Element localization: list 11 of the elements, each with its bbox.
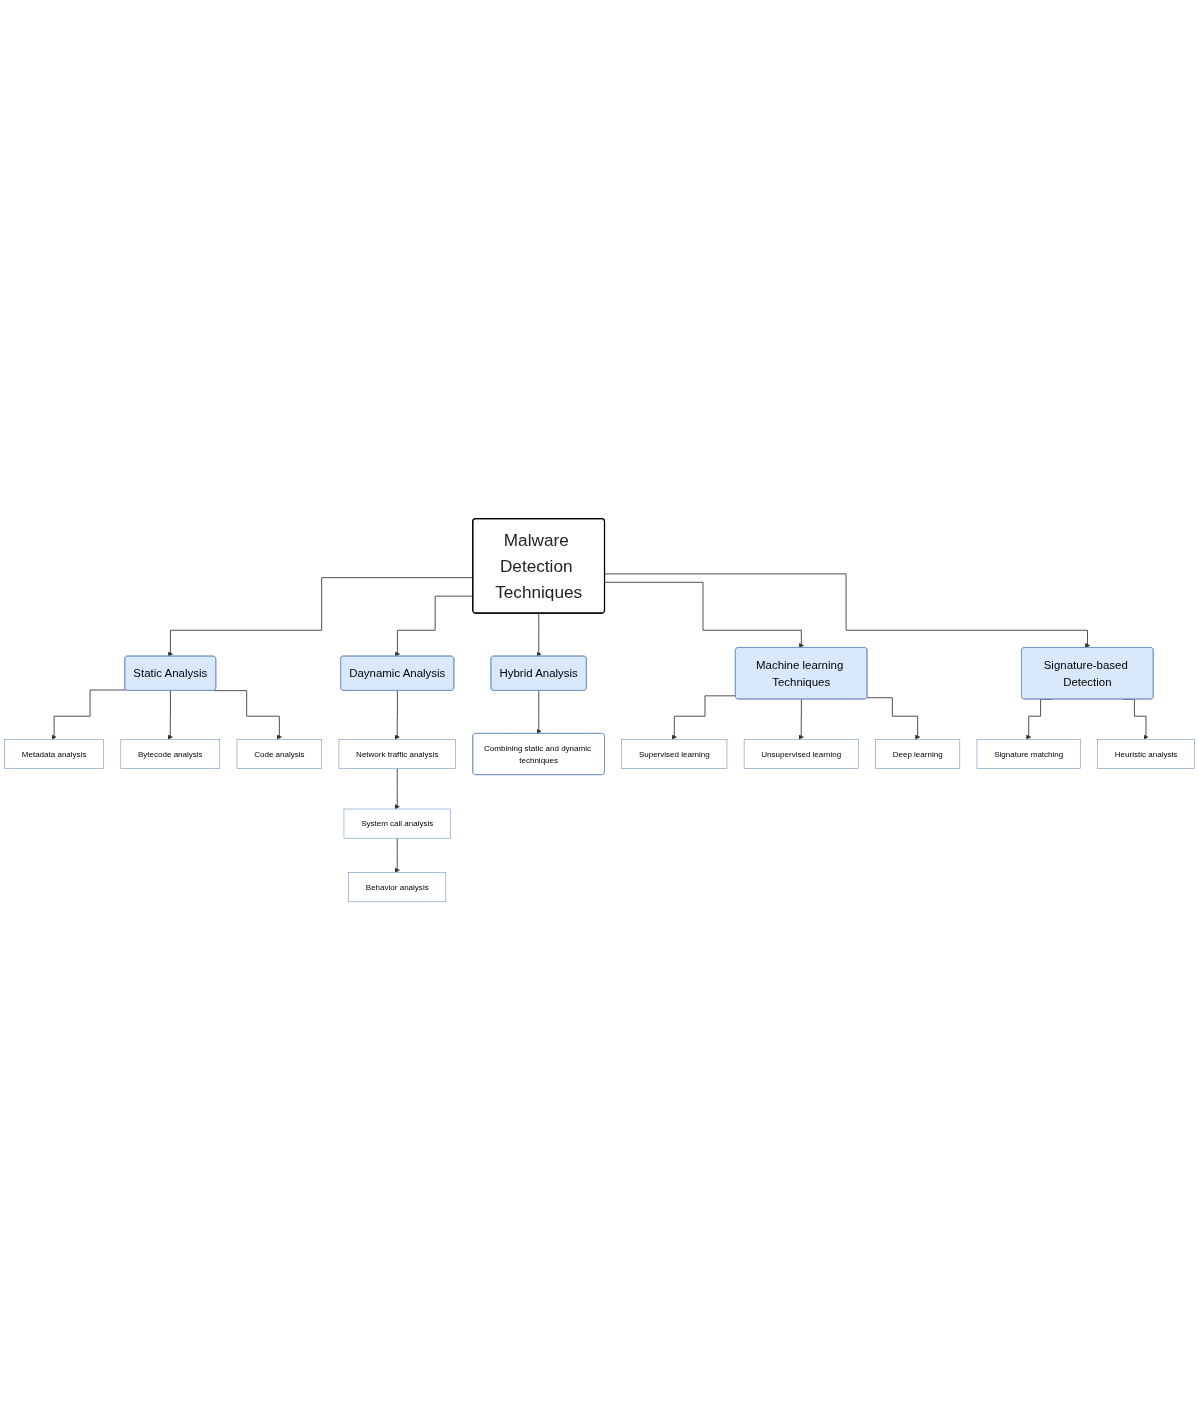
node-box: Supervised learning bbox=[621, 739, 728, 770]
node-box: Code analysis bbox=[236, 739, 322, 770]
node-box: Network traffic analysis bbox=[338, 739, 456, 770]
node-box: Heuristic analysis bbox=[1097, 739, 1195, 770]
node-box: Metadata analysis bbox=[4, 739, 104, 770]
node-box: Behavior analysis bbox=[348, 872, 447, 903]
node-box: Signature matching bbox=[976, 739, 1081, 770]
node-box: System call analysis bbox=[343, 809, 451, 839]
node-box: Unsupervised learning bbox=[743, 739, 859, 770]
node-box: Deep learning bbox=[875, 739, 961, 770]
node-box: Bytecode analysis bbox=[120, 739, 221, 770]
